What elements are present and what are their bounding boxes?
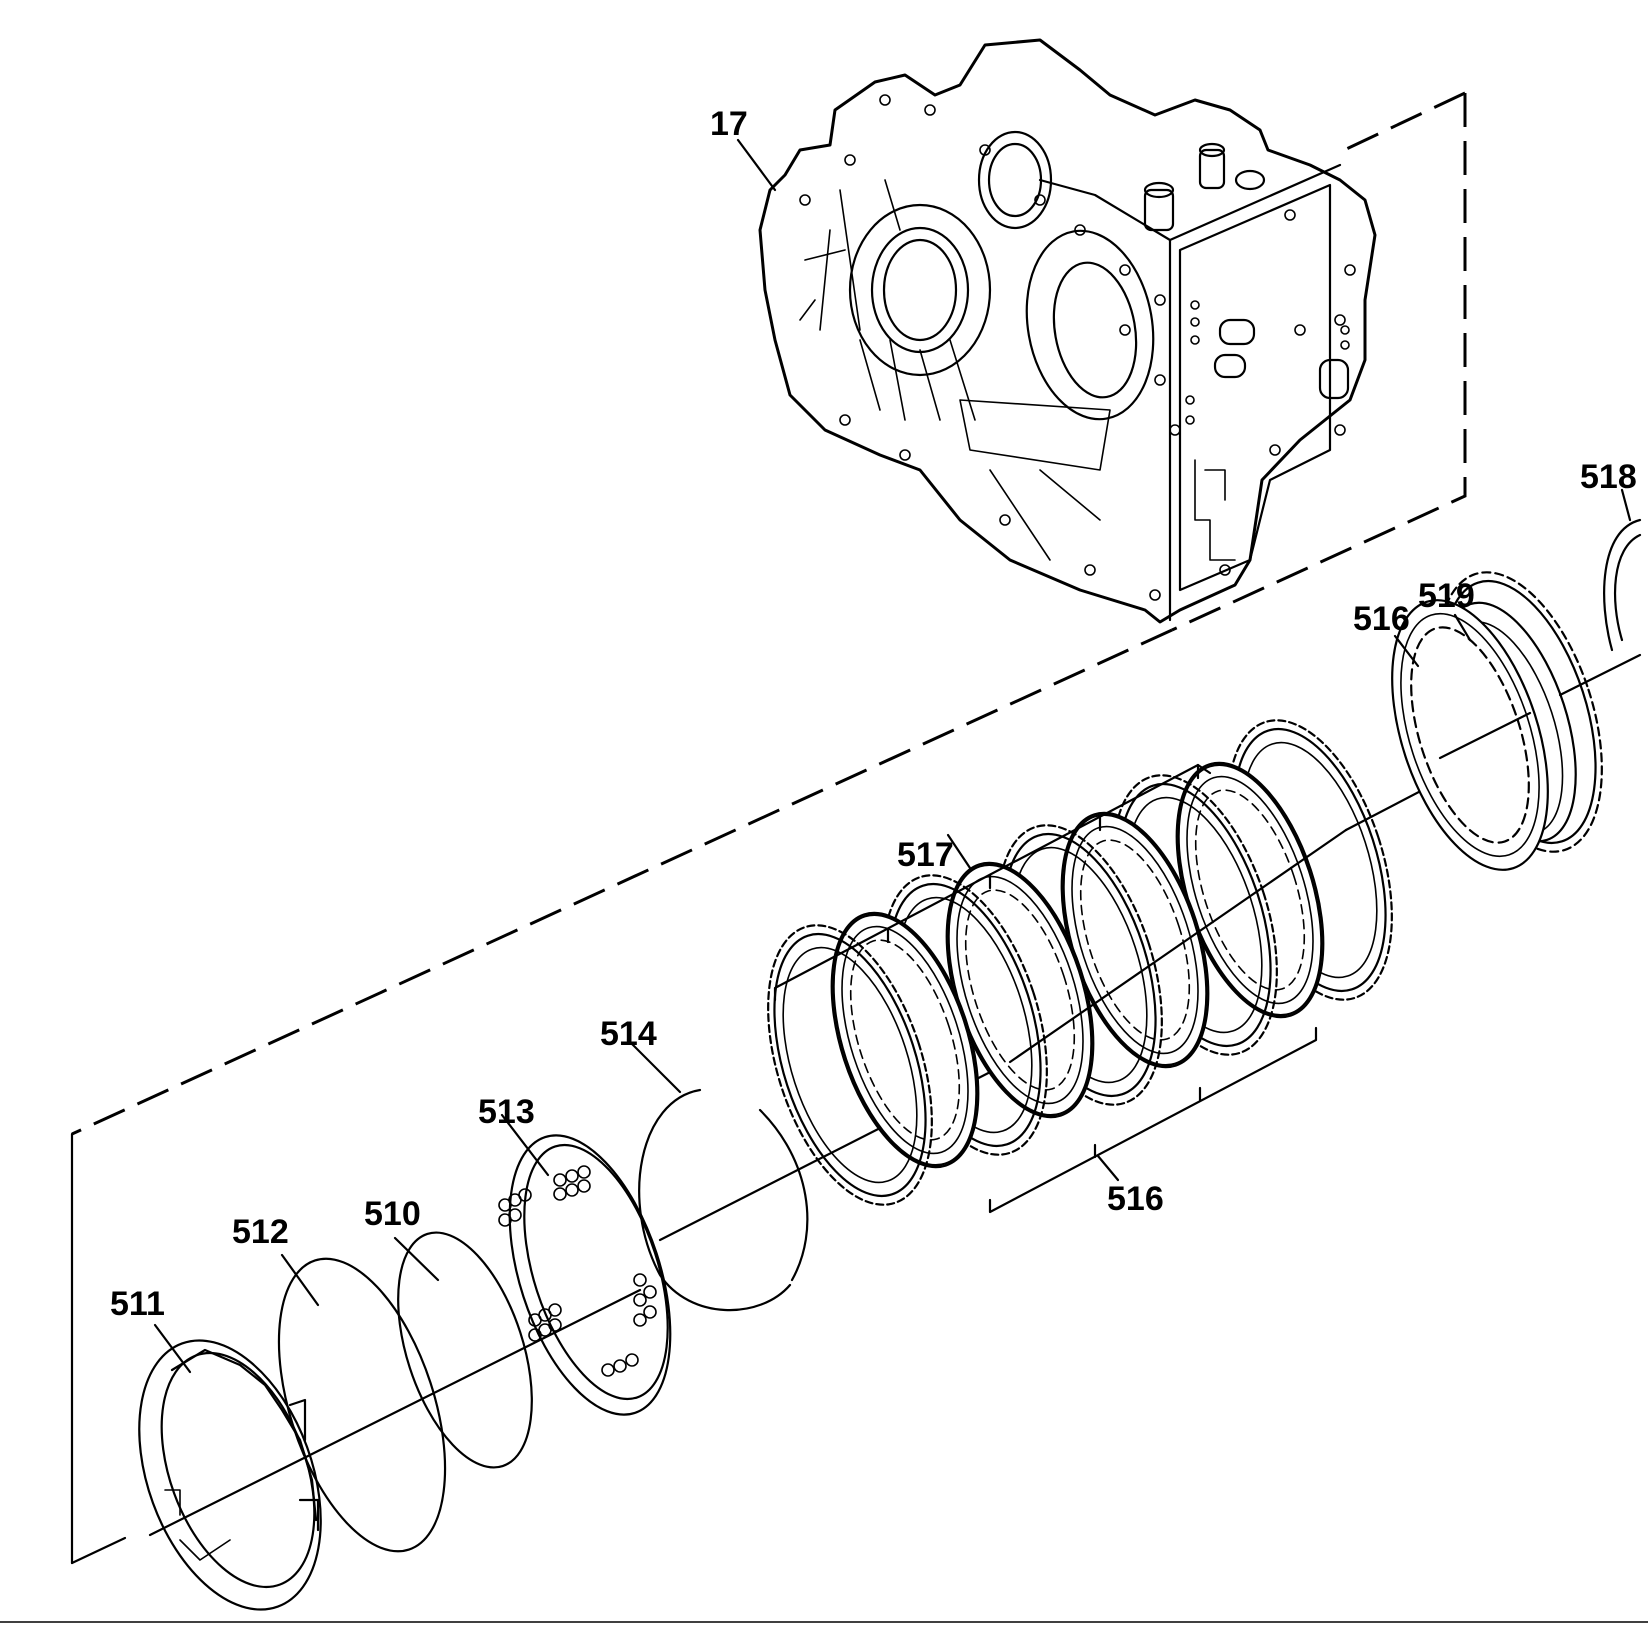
callout-512: 512 — [232, 1213, 289, 1251]
snap-ring-514 — [638, 1088, 809, 1312]
piston-511 — [138, 1339, 322, 1611]
callout-514: 514 — [600, 1015, 657, 1053]
friction-plate-516-upper — [1391, 599, 1549, 871]
callout-516-lower: 516 — [1107, 1180, 1164, 1218]
callout-511: 511 — [110, 1285, 165, 1323]
dashed-boundary-frame — [70, 91, 1467, 1565]
callout-519: 519 — [1418, 577, 1475, 615]
bracket-517 — [773, 763, 1212, 1002]
callout-516-upper: 516 — [1353, 600, 1410, 638]
seal-510 — [397, 1231, 533, 1469]
callout-513: 513 — [478, 1093, 535, 1131]
spring-assembly-513 — [498, 1134, 672, 1416]
leader-lines — [153, 138, 1632, 1374]
callout-517: 517 — [897, 836, 954, 874]
callout-17: 17 — [710, 105, 748, 143]
callout-labels: 17 518 519 516 517 514 513 512 510 511 5… — [110, 105, 1637, 1323]
callout-510: 510 — [364, 1195, 421, 1233]
callout-518: 518 — [1580, 458, 1637, 496]
snap-ring-518 — [1603, 518, 1642, 652]
bracket-516 — [988, 1026, 1318, 1214]
transaxle-case — [758, 38, 1377, 624]
clutch-pack — [735, 698, 1425, 1227]
